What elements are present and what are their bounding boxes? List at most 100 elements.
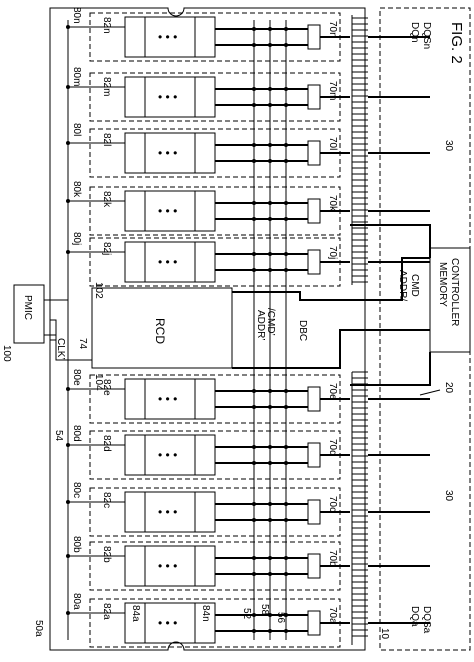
chip-box — [124, 16, 216, 58]
ref-56: 56 — [275, 612, 286, 624]
ref-30-upper: 30 — [443, 140, 454, 152]
junction-dot — [66, 85, 70, 89]
addr-cmd-label-2: CMD — [409, 274, 420, 297]
pmic-link — [44, 299, 92, 361]
row-ref: 80m — [71, 67, 82, 86]
junction-dot — [252, 27, 256, 31]
figure-title: FIG. 2 — [448, 22, 465, 64]
chip-ref: 82k — [101, 191, 112, 208]
rcd-ref-top: 102 — [93, 282, 104, 299]
junction-dot — [268, 268, 272, 272]
row-ref: 80c — [71, 482, 82, 498]
junction-dot — [252, 405, 256, 409]
chip-ellipsis: • • • — [158, 616, 177, 630]
memory-controller-box — [429, 247, 471, 353]
junction-dot — [252, 572, 256, 576]
junction-dot — [252, 445, 256, 449]
junction-dot — [284, 159, 288, 163]
ref-50a: 50a — [33, 620, 44, 637]
chip-ref: 82b — [101, 546, 112, 563]
junction-dot — [268, 27, 272, 31]
junction-dot — [252, 201, 256, 205]
dbc-bus — [232, 329, 430, 369]
chip-ref: 82m — [101, 77, 112, 96]
data-buffer — [307, 553, 321, 579]
junction-dot — [268, 143, 272, 147]
dq-bottom-2: DQSa — [421, 606, 432, 634]
junction-dot — [66, 250, 70, 254]
chip-box — [124, 434, 216, 476]
pmic-ref: 100 — [1, 345, 12, 362]
junction-dot — [268, 405, 272, 409]
dq-top-2: DQSn — [421, 22, 432, 49]
junction-dot — [284, 502, 288, 506]
chip-ellipsis: • • • — [158, 204, 177, 218]
row-ref: 80d — [71, 425, 82, 442]
chip-ellipsis: • • • — [158, 255, 177, 269]
data-buffer — [307, 610, 321, 636]
junction-dot — [284, 613, 288, 617]
junction-dot — [268, 217, 272, 221]
pmic-label: PMIC — [22, 295, 33, 320]
chip-ellipsis: • • • — [158, 559, 177, 573]
ref-52: 52 — [241, 608, 252, 620]
junction-dot — [252, 217, 256, 221]
data-buffer — [307, 499, 321, 525]
buffer-ref: 70l — [327, 137, 338, 150]
chip-box — [124, 545, 216, 587]
module-notch — [50, 319, 57, 341]
chip-ref: 82l — [101, 133, 112, 146]
junction-dot — [66, 611, 70, 615]
junction-dot — [268, 502, 272, 506]
data-buffer — [307, 442, 321, 468]
rcd-box — [91, 287, 233, 369]
chip-box — [124, 76, 216, 118]
junction-dot — [66, 554, 70, 558]
junction-dot — [268, 629, 272, 633]
junction-dot — [252, 389, 256, 393]
chip-ellipsis: • • • — [158, 90, 177, 104]
junction-dot — [66, 199, 70, 203]
junction-dot — [252, 87, 256, 91]
data-buffer — [307, 198, 321, 224]
addr-cmd-prime-2: /CMD’ — [265, 308, 276, 336]
chip-box — [124, 491, 216, 533]
junction-dot — [268, 572, 272, 576]
junction-dot — [252, 159, 256, 163]
junction-dot — [284, 268, 288, 272]
chip-box — [124, 241, 216, 283]
edge-connector — [351, 15, 368, 645]
pmic-box — [13, 284, 45, 344]
chip-ref: 82d — [101, 435, 112, 452]
chip-ellipsis: • • • — [158, 505, 177, 519]
buffer-ref: 70e — [327, 383, 338, 400]
junction-dot — [284, 252, 288, 256]
chip-ref: 82e — [101, 379, 112, 396]
junction-dot — [268, 103, 272, 107]
row-ref: 80b — [71, 536, 82, 553]
junction-dot — [284, 389, 288, 393]
buffer-ref: 70n — [327, 21, 338, 38]
junction-dot — [252, 518, 256, 522]
junction-dot — [284, 572, 288, 576]
junction-dot — [252, 461, 256, 465]
chip-ref: 82c — [101, 492, 112, 508]
junction-dot — [268, 43, 272, 47]
chip-ellipsis: • • • — [158, 146, 177, 160]
junction-dot — [268, 518, 272, 522]
buffer-ref: 70m — [327, 81, 338, 100]
junction-dot — [284, 43, 288, 47]
row-ref: 80l — [71, 123, 82, 136]
module-outline — [49, 7, 366, 651]
memory-controller-label-2: CONTROLLER — [449, 258, 460, 326]
junction-dot — [252, 43, 256, 47]
junction-dot — [284, 217, 288, 221]
junction-dot — [252, 629, 256, 633]
